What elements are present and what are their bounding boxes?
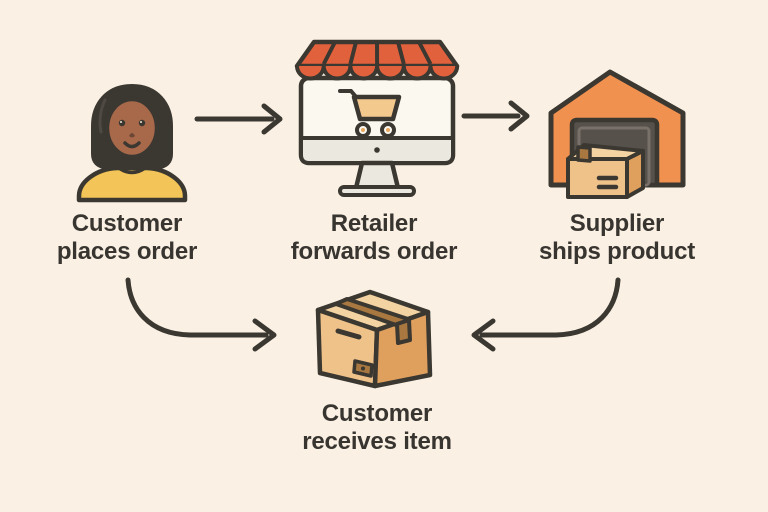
box-right-face [372,309,433,389]
label-customer-receives-item: Customer receives item [277,400,477,456]
left-eye [118,119,126,127]
label-line: receives item [302,428,452,455]
label-line: Supplier [569,210,665,237]
monitor-base [338,185,416,197]
customer-person-icon [76,84,188,203]
small-box-lines [596,175,619,190]
label-line: forwards order [290,238,458,265]
label-supplier-ships-product: Supplier ships product [517,210,717,266]
monitor-button [374,147,380,153]
arrow-customer-to-retailer [194,103,283,135]
online-store-monitor-icon [294,39,460,197]
small-box-tape [576,145,592,163]
hair-shine [98,98,107,134]
right-eye [138,119,146,127]
label-customer-places-order: Customer places order [27,210,227,266]
nose [129,133,135,138]
box-dash [335,328,362,340]
awning-scallops [295,65,460,81]
label-line: places order [56,238,198,265]
face [104,96,160,160]
label-line: ships product [538,238,696,265]
warehouse-icon [548,69,686,199]
monitor-stand [353,160,401,191]
package-box-icon [315,289,433,389]
arrow-retailer-to-supplier [461,100,530,132]
box-tape-flap [395,318,412,345]
small-box-side [625,149,645,199]
label-retailer-forwards-order: Retailer forwards order [274,210,474,266]
awning-stripes [321,41,433,65]
mouth [123,141,141,149]
cart-basket [351,94,402,122]
arrow-customer-to-package [125,277,277,352]
label-line: Retailer [330,210,418,237]
arrow-supplier-to-package [471,277,621,352]
label-line: Customer [321,400,433,427]
label-line: Customer [71,210,183,237]
